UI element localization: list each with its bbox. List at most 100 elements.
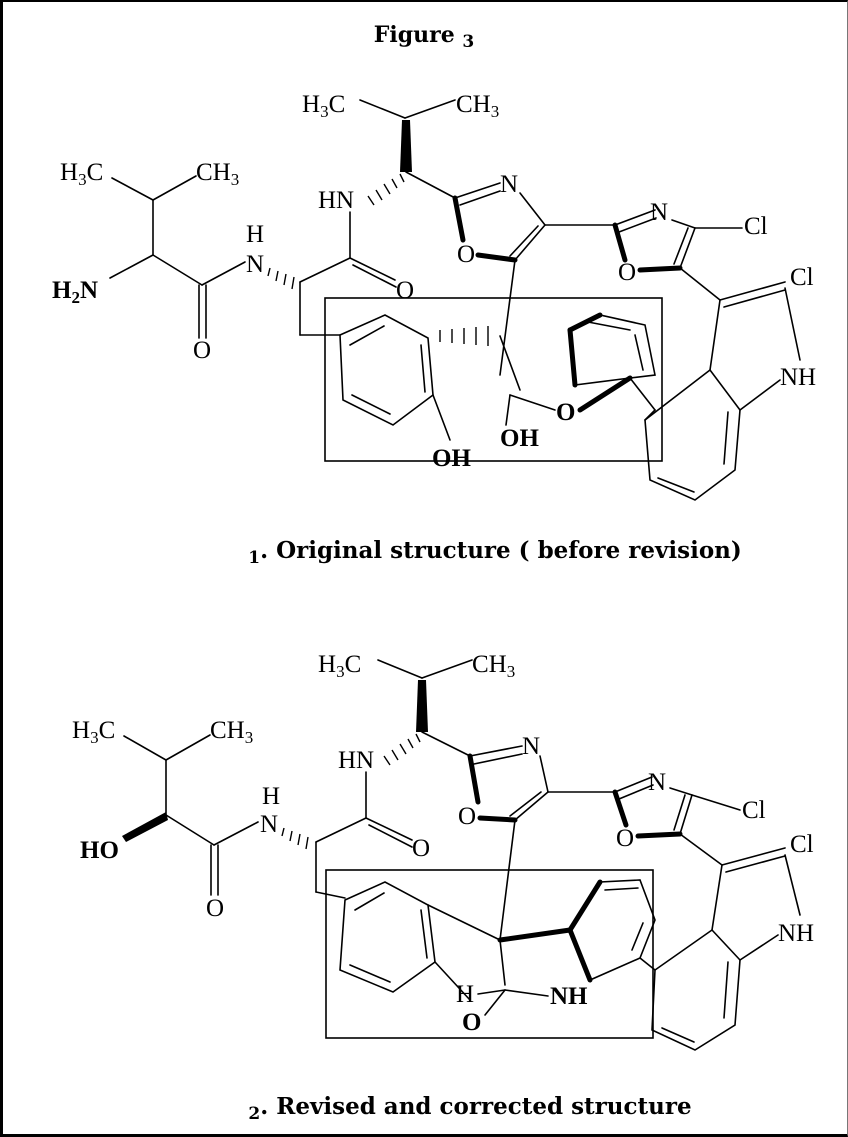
s2-bond — [165, 814, 215, 846]
s2-bond — [504, 989, 549, 997]
s1-bond-bold — [612, 222, 628, 263]
s1-o-ring: O — [556, 399, 575, 426]
s1-bond — [349, 325, 385, 346]
s2-bond — [377, 659, 423, 679]
s1-cl2: Cl — [790, 264, 814, 291]
s1-oh-hemiketal: OH — [500, 425, 539, 452]
s1-bond-bold — [637, 265, 683, 273]
s1-hash-aryl — [439, 326, 489, 346]
s2-bond — [631, 922, 644, 951]
s1-hn: HN — [318, 187, 354, 214]
s2-bond — [539, 755, 549, 793]
s2-bond — [484, 989, 506, 1016]
s1-bond — [111, 177, 154, 201]
s2-bond-bold — [467, 753, 481, 805]
s1-bond — [673, 227, 689, 265]
s2-cl1: Cl — [742, 797, 766, 824]
s2-hash-nh — [281, 827, 309, 850]
s2-bond — [469, 745, 523, 757]
s2-hash-hn — [383, 733, 421, 766]
s1-bond — [420, 344, 426, 393]
s1-bond — [432, 394, 451, 441]
s2-h-amide: H — [262, 783, 280, 810]
s1-bond — [109, 254, 154, 279]
s2-bond — [123, 735, 167, 761]
s1-bond — [587, 321, 631, 331]
s2-bond — [514, 791, 549, 821]
s1-n-oxazole1: N — [500, 171, 518, 198]
s2-bond — [349, 964, 391, 983]
s1-bond — [719, 281, 786, 301]
s1-ch3-left: CH3 — [196, 159, 239, 189]
s2-wedge-top — [416, 680, 428, 732]
s1-bond — [739, 379, 781, 411]
s1-oh-phenol: OH — [432, 445, 471, 472]
s2-o-carbonyl2: O — [412, 835, 430, 862]
s2-bond — [661, 1027, 695, 1043]
s2-bond — [213, 821, 259, 846]
s2-bond-bold — [477, 815, 518, 823]
s1-n-oxazole2: N — [650, 199, 668, 226]
s2-o-ring: O — [462, 1009, 481, 1036]
s1-bond — [509, 394, 556, 411]
s2-benzofuran-ring — [339, 881, 436, 993]
s2-bond-bold — [635, 831, 683, 839]
s2-nh-aminal: NH — [550, 983, 588, 1010]
s2-nh-indole: NH — [778, 920, 814, 947]
s1-bond — [723, 289, 786, 308]
s2-bond — [723, 961, 729, 1019]
s1-bond — [784, 287, 801, 361]
s2-h3c-top: H3C — [318, 651, 361, 681]
s2-bond — [354, 892, 385, 911]
s1-bond — [679, 227, 696, 269]
s2-bond — [725, 855, 786, 873]
s1-h-amide: H — [246, 221, 264, 248]
s1-bond — [709, 299, 721, 371]
s1-bond — [629, 377, 656, 411]
s2-n-oxazole1: N — [522, 733, 540, 760]
s2-bond-bold — [497, 927, 573, 943]
s2-bond — [614, 776, 653, 793]
s1-bond — [644, 409, 656, 421]
s2-o-oxazole1: O — [458, 803, 476, 830]
s1-bond — [299, 257, 351, 283]
s1-bond-bold — [452, 195, 466, 243]
s2-bond — [669, 787, 693, 796]
s1-h2n: H2N — [52, 277, 98, 307]
s2-ch3-left: CH3 — [210, 717, 253, 747]
s2-wedge-ho — [122, 812, 168, 842]
s2-bond — [368, 824, 413, 848]
s1-bond — [614, 209, 656, 226]
s2-bond — [421, 659, 473, 679]
s1-bond — [509, 225, 539, 257]
s1-bond — [618, 217, 657, 233]
s2-bond — [679, 794, 693, 835]
s2-bond — [499, 819, 516, 941]
s2-bond — [679, 833, 723, 866]
s2-bond — [427, 904, 501, 941]
s1-bond — [152, 175, 197, 201]
s2-n-amide: N — [260, 811, 278, 838]
s1-o-carbonyl2: O — [396, 277, 414, 304]
s2-bond — [604, 887, 639, 891]
s1-bond — [519, 192, 546, 226]
s2-bond — [784, 854, 801, 916]
s2-bond — [473, 753, 523, 765]
s1-bond — [514, 224, 546, 261]
s2-bond — [673, 794, 686, 831]
s1-bond — [152, 254, 203, 286]
s1-o-oxazole1: O — [457, 241, 475, 268]
s1-bond-bold — [577, 375, 633, 413]
s2-o-oxazole2: O — [616, 825, 634, 852]
s2-caption: 2. Revised and corrected structure — [248, 1093, 691, 1124]
s2-h3c-left: H3C — [72, 717, 115, 747]
s1-o-carbonyl1: O — [193, 337, 211, 364]
s1-box — [324, 297, 663, 462]
s1-bond — [359, 99, 406, 119]
s2-n-oxazole2: N — [648, 769, 666, 796]
s2-bond — [618, 784, 654, 800]
s1-bond — [634, 334, 644, 371]
s2-box — [325, 869, 654, 1039]
s1-bond — [671, 219, 696, 229]
s2-bond — [420, 909, 428, 959]
